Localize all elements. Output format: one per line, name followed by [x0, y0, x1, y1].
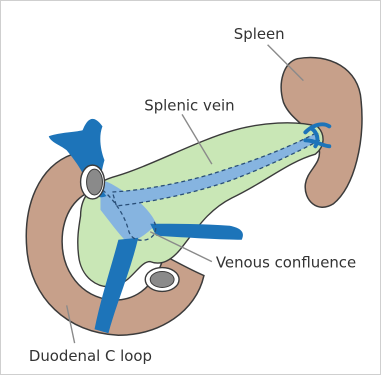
spleen-label: Spleen — [234, 25, 285, 43]
upper-vessel-opening — [81, 165, 105, 199]
duodenal-c-loop-label: Duodenal C loop — [29, 347, 152, 365]
lower-vessel-opening — [145, 268, 179, 292]
splenic-vein-label: Splenic vein — [144, 96, 234, 114]
venous-confluence-label: Venous confluence — [216, 254, 356, 272]
